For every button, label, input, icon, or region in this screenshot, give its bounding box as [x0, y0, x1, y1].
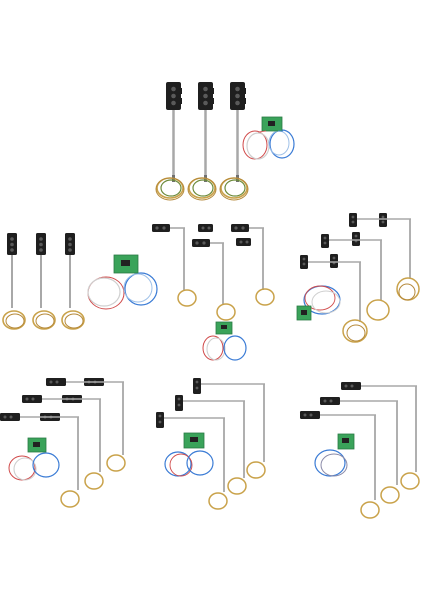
- group-gantry-right: [296, 213, 420, 343]
- gantry-signal: [175, 395, 247, 495]
- tall-signal: [187, 82, 217, 201]
- group-tall-signals: [155, 82, 295, 201]
- group-gantry-bottom-right: [300, 382, 420, 519]
- gantry-signal: [46, 378, 126, 472]
- small-signal: [61, 233, 85, 330]
- gantry-signal: [341, 382, 420, 490]
- small-signal: [2, 233, 26, 330]
- small-signal: [32, 233, 56, 330]
- bracket-signal: [192, 239, 236, 321]
- gantry-signal: [321, 232, 390, 321]
- control-board: [242, 116, 295, 160]
- gantry-signal: [193, 378, 266, 479]
- control-board: [8, 437, 60, 481]
- gantry-signal: [22, 395, 104, 490]
- bracket-signal: [198, 224, 213, 232]
- control-board: [296, 285, 341, 321]
- group-bracket-signals: [152, 224, 275, 361]
- tall-signal: [219, 82, 249, 201]
- gantry-signal: [300, 254, 368, 343]
- gantry-signal: [320, 397, 400, 504]
- tall-signal: [155, 82, 185, 201]
- gantry-signal: [156, 412, 228, 510]
- control-board: [87, 254, 158, 310]
- gantry-signal: [300, 411, 380, 519]
- gantry-signal: [0, 413, 80, 508]
- group-small-signals: [2, 233, 158, 330]
- control-board: [164, 432, 214, 477]
- bracket-signal: [231, 224, 275, 306]
- group-gantry-bottom-center: [156, 378, 266, 510]
- control-board: [314, 433, 355, 477]
- gantry-signal: [349, 213, 420, 301]
- control-board: [202, 321, 247, 361]
- group-gantry-bottom-left: [0, 378, 126, 508]
- bracket-signal: [152, 224, 197, 307]
